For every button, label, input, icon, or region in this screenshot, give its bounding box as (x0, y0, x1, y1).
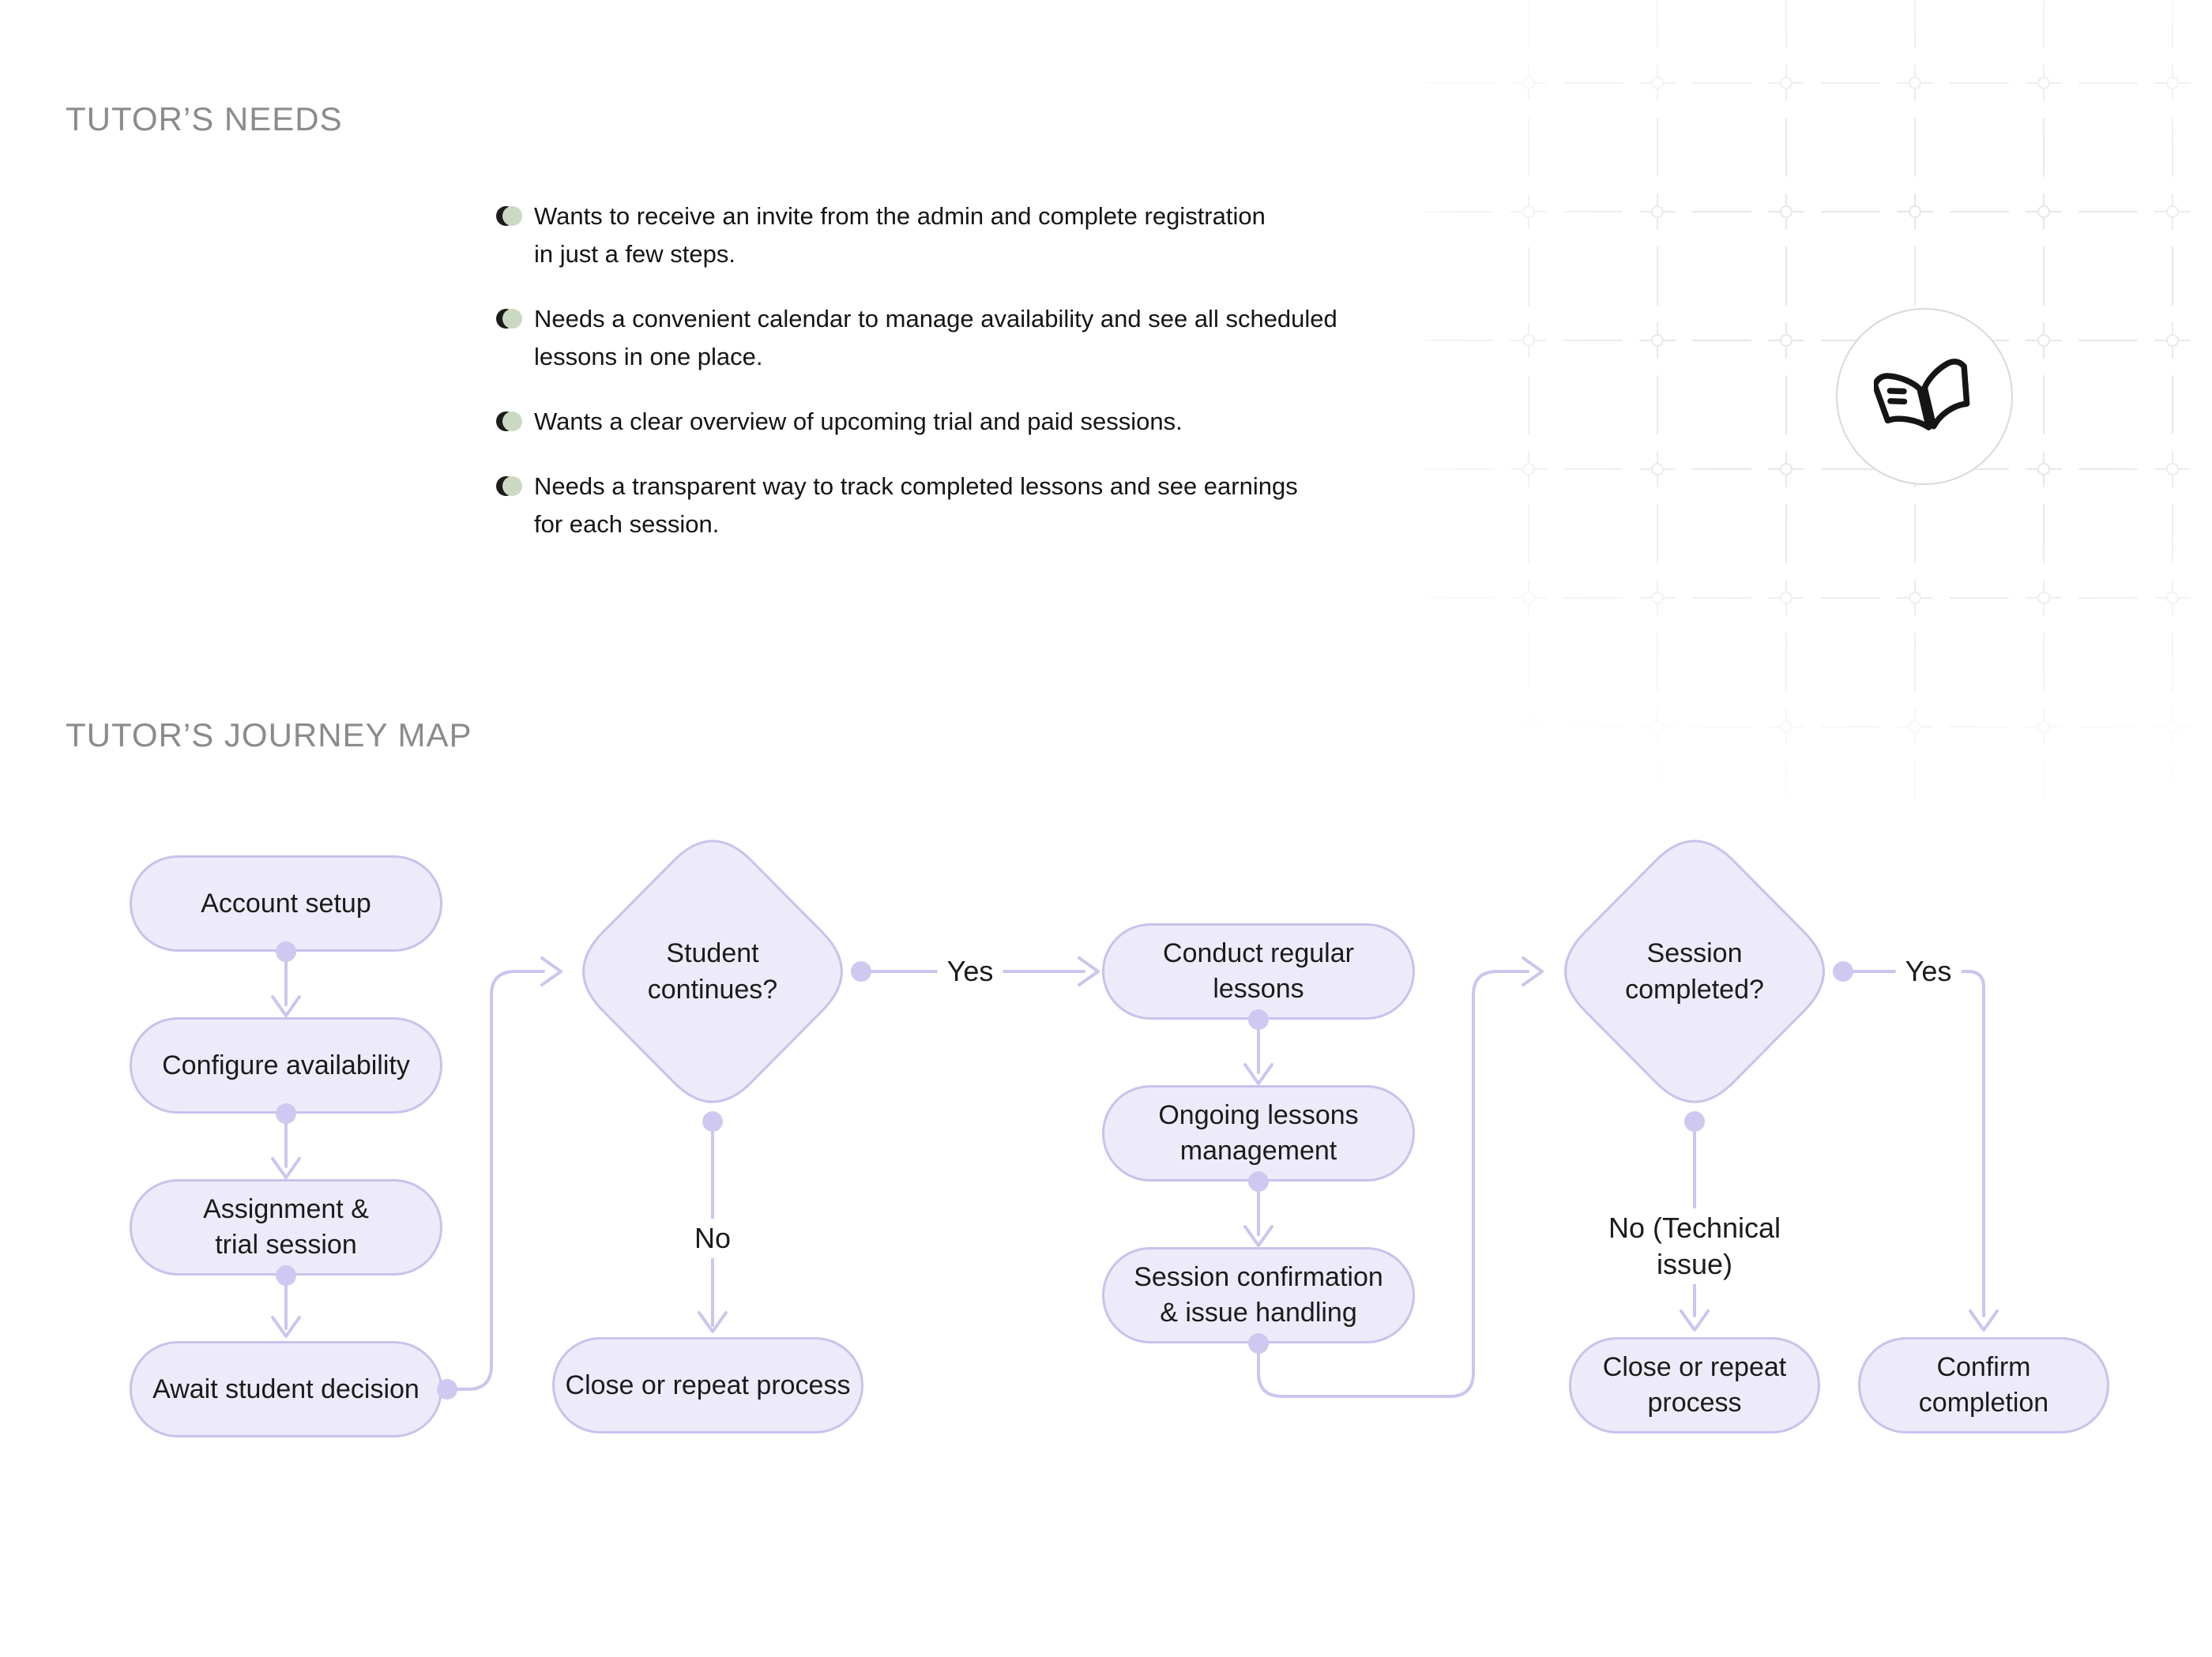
node-account-setup: Account setup (130, 855, 442, 952)
node-assignment-trial-session: Assignment & trial session (130, 1179, 442, 1276)
node-confirm-completion: Confirm completion (1858, 1337, 2109, 1433)
open-book-icon (1874, 359, 1970, 430)
node-session-confirmation: Session confirmation & issue handling (1102, 1247, 1415, 1343)
need-item: Needs a transparent way to track complet… (496, 468, 1602, 543)
book-icon-badge (1836, 308, 2013, 485)
need-item: Wants to receive an invite from the admi… (496, 197, 1602, 273)
need-item: Needs a convenient calendar to manage av… (496, 300, 1602, 376)
node-conduct-regular-lessons: Conduct regular lessons (1102, 923, 1415, 1020)
moon-bullet-icon (496, 409, 522, 434)
decision-student-continues: Student continues? (647, 938, 778, 1005)
node-configure-availability: Configure availability (130, 1017, 442, 1114)
need-text: Needs a convenient calendar to manage av… (534, 305, 1337, 370)
journey-section-title: TUTOR’S JOURNEY MAP (66, 716, 472, 753)
edge-label-no-1: No (684, 1219, 741, 1258)
need-text: Wants to receive an invite from the admi… (534, 202, 1266, 268)
edge-label-yes-1: Yes (937, 952, 1003, 991)
needs-section-title: TUTOR’S NEEDS (66, 100, 343, 137)
moon-bullet-icon (496, 204, 522, 229)
moon-bullet-icon (496, 306, 522, 332)
edge-label-yes-2: Yes (1895, 952, 1962, 991)
moon-bullet-icon (496, 474, 522, 499)
decision-session-completed: Session completed? (1625, 938, 1764, 1005)
node-await-student-decision: Await student decision (130, 1341, 442, 1437)
needs-list: Wants to receive an invite from the admi… (496, 197, 1602, 570)
node-close-or-repeat-process-2: Close or repeat process (1569, 1337, 1820, 1433)
need-item: Wants a clear overview of upcoming trial… (496, 403, 1602, 441)
edge-label-no-technical-issue: No (Technical issue) (1598, 1208, 1791, 1284)
need-text: Needs a transparent way to track complet… (534, 472, 1298, 538)
node-close-or-repeat-process: Close or repeat process (552, 1337, 863, 1433)
need-text: Wants a clear overview of upcoming trial… (534, 408, 1183, 435)
node-ongoing-lessons-management: Ongoing lessons management (1102, 1085, 1415, 1182)
